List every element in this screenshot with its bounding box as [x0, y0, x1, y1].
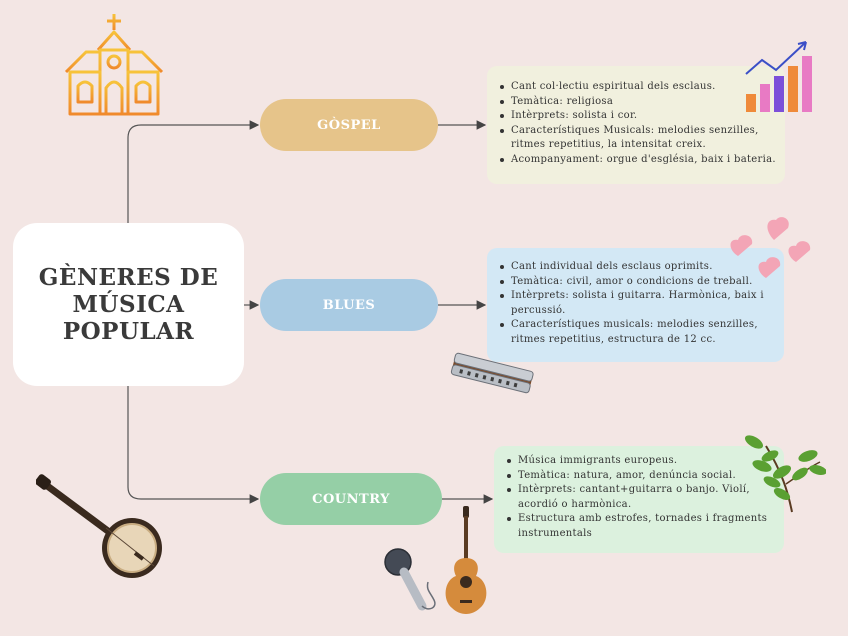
list-item: Temàtica: religiosa [495, 95, 779, 110]
list-item: Intèrprets: cantant+guitarra o banjo. Vi… [502, 483, 778, 512]
main-title: GÈNERES DE MÚSICA POPULAR [39, 264, 218, 345]
branch-gospel: GÒSPEL [260, 99, 438, 151]
list-item: Acompanyament: orgue d'església, baix i … [495, 153, 779, 168]
chart-icon [740, 38, 814, 114]
list-item: Intèrprets: solista i cor. [495, 109, 779, 124]
branch-blues: BLUES [260, 279, 438, 331]
list-item: Característiques Musicals: melodies senz… [495, 124, 779, 153]
list-item: Cant col·lectiu espiritual dels esclaus. [495, 80, 779, 95]
list-item: Intèrprets: solista i guitarra. Harmònic… [495, 289, 778, 318]
church-icon [60, 12, 168, 118]
list-item: Característiques musicals: melodies senz… [495, 318, 778, 347]
microphone-icon [382, 546, 442, 616]
hearts-icon [724, 210, 820, 284]
guitar-icon [436, 504, 492, 618]
plant-icon [742, 432, 826, 514]
main-topic: GÈNERES DE MÚSICA POPULAR [13, 223, 244, 386]
banjo-icon [36, 474, 168, 580]
branch-country: COUNTRY [260, 473, 442, 525]
harmonica-icon [446, 350, 538, 398]
list-item: Estructura amb estrofes, tornades i frag… [502, 512, 778, 541]
connector-gospel [128, 125, 258, 223]
list-item: Música immigrants europeus. [502, 454, 778, 469]
country-details: Música immigrants europeus. Temàtica: na… [494, 446, 784, 553]
list-item: Temàtica: natura, amor, denúncia social. [502, 469, 778, 484]
